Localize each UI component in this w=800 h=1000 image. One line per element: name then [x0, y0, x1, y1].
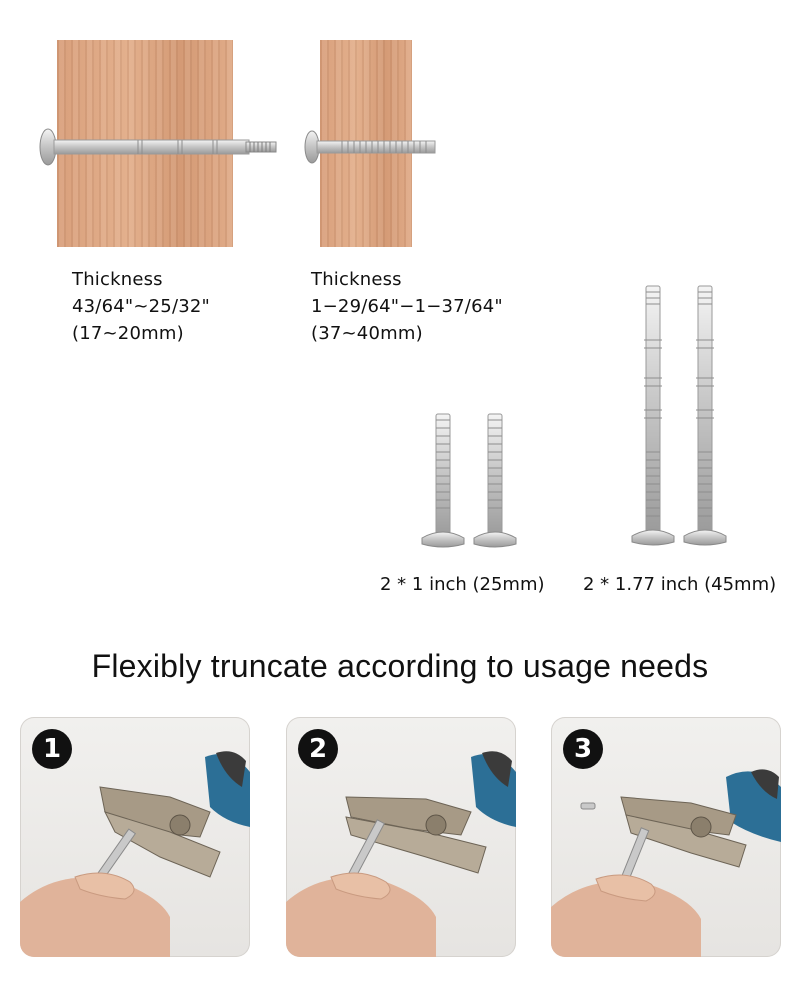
option-2-label: Thickness — [311, 269, 402, 290]
step-3-badge: 3 — [563, 729, 603, 769]
step-1-badge: 1 — [32, 729, 72, 769]
pliers-cutting-screw-icon — [286, 751, 516, 957]
long-screws-pair-icon — [631, 285, 727, 546]
step-1-panel: 1 — [20, 717, 250, 957]
pliers-cut-screw-icon — [551, 769, 781, 957]
step-2-badge: 2 — [298, 729, 338, 769]
short-screw-size-label: 2 * 1 inch (25mm) — [380, 574, 545, 595]
short-screws-pair-icon — [421, 413, 517, 548]
headline: Flexibly truncate according to usage nee… — [91, 648, 709, 684]
long-screw-size-label: 2 * 1.77 inch (45mm) — [583, 574, 777, 595]
option-1-label: Thickness — [72, 269, 163, 290]
step-2-panel: 2 — [286, 717, 516, 957]
option-2-caption: Thickness 1−29/64"−1−37/64" (37~40mm) — [311, 266, 503, 347]
pliers-cutting-screw-icon — [20, 751, 250, 957]
option-1-range-mm: (17~20mm) — [72, 323, 184, 344]
long-screw-through-board-icon — [39, 128, 277, 166]
option-1-caption: Thickness 43/64"~25/32" (17~20mm) — [72, 266, 210, 347]
short-screw-through-board-icon — [304, 130, 436, 164]
option-1-range-inch: 43/64"~25/32" — [72, 296, 210, 317]
option-2-range-mm: (37~40mm) — [311, 323, 423, 344]
option-2-range-inch: 1−29/64"−1−37/64" — [311, 296, 503, 317]
step-3-panel: 3 — [551, 717, 781, 957]
